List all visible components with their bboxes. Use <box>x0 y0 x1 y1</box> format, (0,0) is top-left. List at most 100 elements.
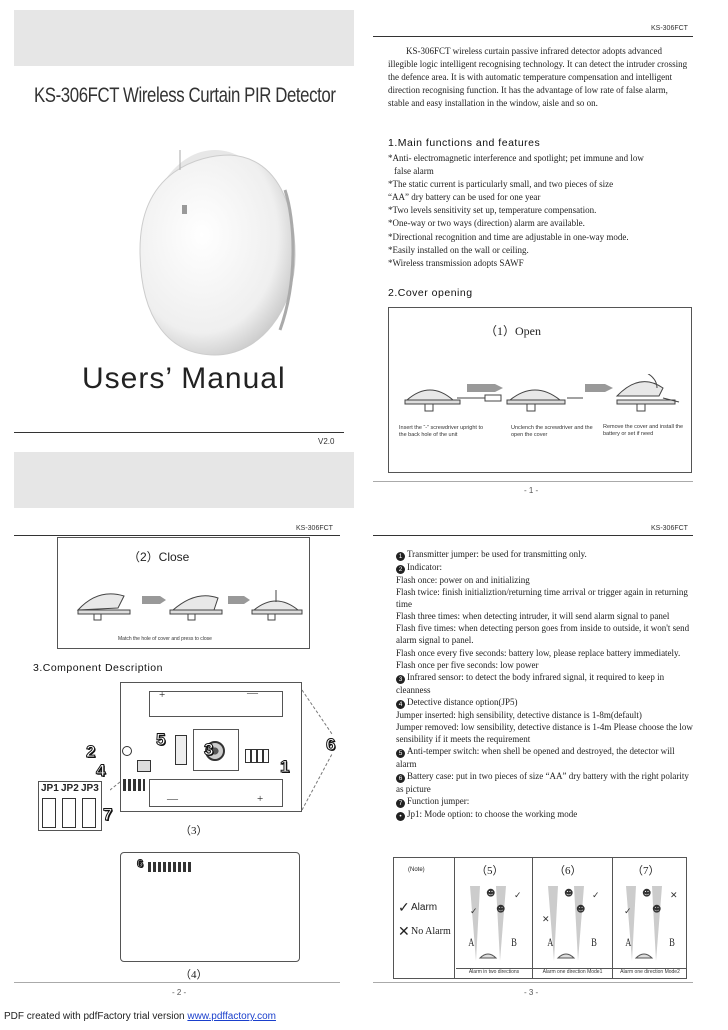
cross-icon: ✕ <box>398 925 410 940</box>
battery-bottom <box>149 779 283 807</box>
svg-text:✕: ✕ <box>670 891 678 901</box>
cover-rule <box>14 432 344 433</box>
svg-text:✓: ✓ <box>514 891 522 901</box>
no-alarm-label: No Alarm <box>411 926 451 937</box>
open-step-1: Insert the “-” screwdriver upright to th… <box>399 425 484 438</box>
jp2-block <box>62 798 76 828</box>
close-steps-drawing <box>76 590 303 621</box>
pcb-callout-lines <box>110 689 333 811</box>
component-heading: 3.Component Description <box>33 662 163 674</box>
pcb-diagram: + — — + <box>120 682 302 812</box>
close-figure-box: （2）Close Match the hole of cover and pre… <box>57 537 310 649</box>
callout-4: 4 <box>95 761 106 781</box>
desc-item: Flash once every five seconds: battery l… <box>396 647 681 658</box>
callout-5: 5 <box>155 730 166 750</box>
close-label: （2）Close <box>128 550 190 564</box>
col5-b: B <box>511 935 517 949</box>
users-manual-title: Users’ Manual <box>82 362 286 395</box>
check-icon: ✓ <box>398 901 410 916</box>
open-steps-drawing <box>404 374 680 412</box>
number-badge: 6 <box>396 774 405 784</box>
page1-header-rule <box>373 36 693 37</box>
jumper-header <box>123 779 145 791</box>
dip-switch <box>245 749 269 763</box>
table-divider-3 <box>612 858 613 978</box>
cover-opening-heading: 2.Cover opening <box>388 287 473 299</box>
col7-label: （7） <box>632 865 660 877</box>
alarm-label: Alarm <box>411 902 438 913</box>
jp1-label: JP1 <box>41 783 59 794</box>
svg-text:☻: ☻ <box>564 888 573 899</box>
col5-a: A <box>468 935 475 949</box>
mode-table: (Note) （5） （6） （7） ✓ Alarm ✕ No Alarm ☻☻… <box>393 857 687 979</box>
page3-header-rule <box>373 535 693 536</box>
desc-item: Flash once per five seconds: low power <box>396 659 539 670</box>
svg-text:✓: ✓ <box>592 891 600 901</box>
feature-line: false alarm <box>394 166 434 177</box>
bullet-badge: • <box>396 812 405 822</box>
jp3-block <box>82 798 96 828</box>
fig4-label: （4） <box>180 969 208 981</box>
pdffactory-link[interactable]: www.pdffactory.com <box>187 1011 276 1022</box>
col6-a: A <box>547 935 554 949</box>
table-divider-2 <box>532 858 533 978</box>
callout-2: 2 <box>85 742 96 762</box>
col5-label: （5） <box>476 865 504 877</box>
desc-item: Flash five times: when detecting person … <box>396 623 690 646</box>
page1-number: - 1 - <box>524 486 539 495</box>
page1-header-tag: KS-306FCT <box>651 25 688 32</box>
callout-7: 7 <box>102 805 113 825</box>
cover-top-band <box>14 10 354 66</box>
feature-line: *Two levels sensitivity set up, temperat… <box>388 205 597 216</box>
svg-text:☻: ☻ <box>496 904 505 915</box>
desc-item: Flash twice: finish initializtion/return… <box>396 587 688 610</box>
open-figure-box: （1）Open Insert the “-” screwdriver uprig… <box>388 307 692 473</box>
svg-text:☻: ☻ <box>576 904 585 915</box>
number-badge: 2 <box>396 565 405 574</box>
page3-number: - 3 - <box>524 988 539 997</box>
callout-6-fig4: 6 <box>136 858 144 871</box>
open-step-3: Remove the cover and install the battery… <box>603 424 684 437</box>
features-heading: 1.Main functions and features <box>388 137 541 149</box>
page3-header-tag: KS-306FCT <box>651 525 688 532</box>
col6-b: B <box>591 935 597 949</box>
desc-item: Jumper removed: low sensibility, detecti… <box>396 721 693 745</box>
jp3-label: JP3 <box>81 783 99 794</box>
jp1-block <box>42 798 56 828</box>
indicator-led <box>122 746 132 756</box>
page1-footer-rule <box>373 481 693 482</box>
table-divider-1 <box>454 858 455 978</box>
page2-footer-rule <box>14 982 340 983</box>
col7-a: A <box>625 935 632 949</box>
battery-top <box>149 691 283 717</box>
footer-prefix: PDF created with pdfFactory trial versio… <box>4 1011 188 1022</box>
feature-line: *One-way or two ways (direction) alarm a… <box>388 218 585 229</box>
svg-text:✓: ✓ <box>470 907 478 917</box>
feature-line: “AA” dry battery can be used for one yea… <box>388 192 541 203</box>
caption-mode1: Alarm one direction Mode1 <box>533 968 612 976</box>
pdf-footer: PDF created with pdfFactory trial versio… <box>4 1011 276 1022</box>
feature-line: *The static current is particularly smal… <box>388 179 614 190</box>
mode-diagrams: ☻☻ ☻☻ ☻☻ ✓✓ ✓✕ ✕✓ <box>470 886 678 961</box>
number-badge: 1 <box>396 552 405 561</box>
close-caption: Match the hole of cover and press to clo… <box>118 636 212 642</box>
col6-label: （6） <box>554 865 582 877</box>
svg-text:☻: ☻ <box>486 888 495 899</box>
battery-plus-bottom: + <box>257 793 264 805</box>
feature-line: *Wireless transmission adopts SAWF <box>388 257 524 268</box>
page2-number: - 2 - <box>172 988 187 997</box>
feature-line: *Anti- electromagnetic interference and … <box>388 153 644 163</box>
number-badge: 7 <box>396 799 405 809</box>
desc-item: Flash once: power on and initializing <box>396 575 530 585</box>
col7-b: B <box>669 935 675 949</box>
tamper-switch <box>175 735 187 765</box>
number-badge: 3 <box>396 674 405 684</box>
infrared-sensor <box>205 741 225 761</box>
